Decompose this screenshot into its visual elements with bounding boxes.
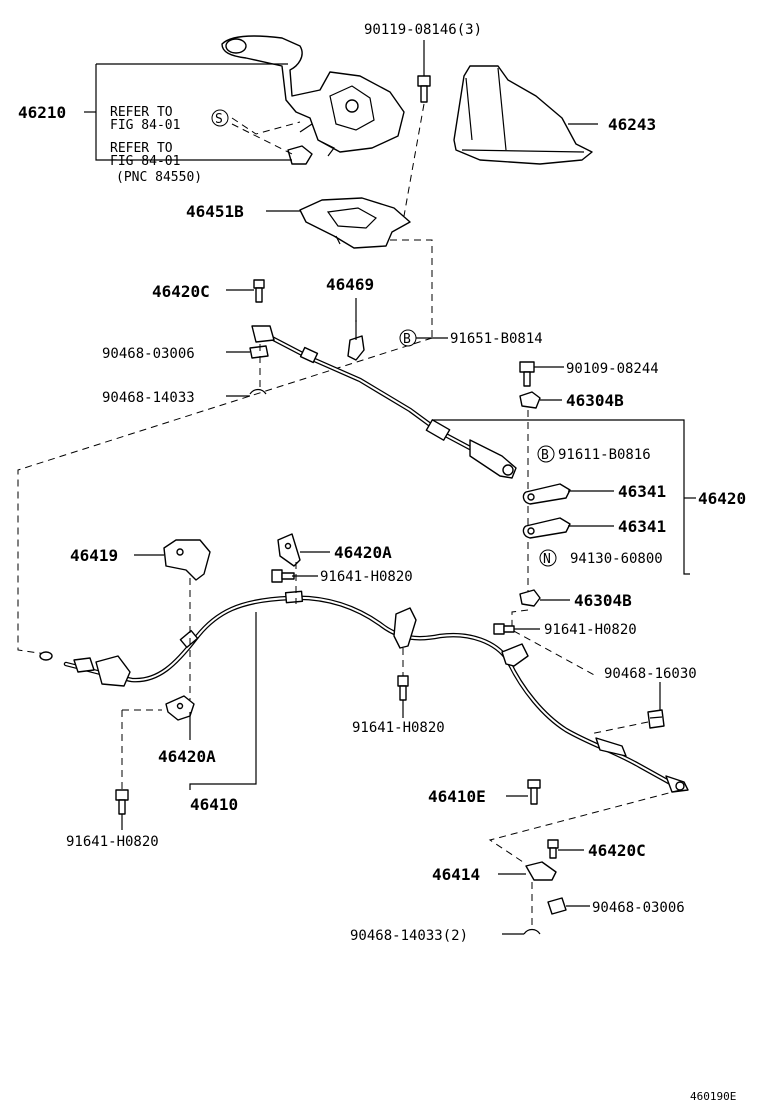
label-91641-h0820-b: 91641-H0820 <box>544 622 637 638</box>
label-46420: 46420 <box>698 489 746 508</box>
label-refer-to-1: REFER TO <box>110 105 173 120</box>
b-mark-icon-1 <box>399 329 417 347</box>
bolt-90109-icon <box>519 361 535 387</box>
clip-46469-icon <box>347 320 365 361</box>
b-mark-icon-2 <box>537 445 555 463</box>
bracket-46419-icon <box>163 539 211 581</box>
label-46341-a: 46341 <box>618 482 666 501</box>
label-46451b: 46451B <box>186 202 244 221</box>
label-46304b-bot: 46304B <box>574 591 632 610</box>
dash-90119-to-46451b <box>403 103 425 217</box>
label-fig-84-01-2: FIG 84-01 <box>110 154 180 169</box>
label-pnc-84550: (PNC 84550) <box>116 170 202 185</box>
pin-90468-14033-bot-icon <box>523 928 541 935</box>
label-91641-h0820-c: 91641-H0820 <box>352 720 445 736</box>
bracket-46420a-top-icon <box>277 533 301 567</box>
washer-90468-03006-bot-icon <box>547 897 567 915</box>
clamp-90468-16030-icon <box>647 709 665 729</box>
label-46341-b: 46341 <box>618 517 666 536</box>
dash-equalizer-to-rear <box>511 609 597 677</box>
rear-cable-46410-icon <box>39 590 689 793</box>
label-90109-08244: 90109-08244 <box>566 361 659 377</box>
front-cable-46420-icon <box>261 331 517 479</box>
label-46410e: 46410E <box>428 787 486 806</box>
label-91641-h0820-a: 91641-H0820 <box>320 569 413 585</box>
parking-brake-lever-assembly <box>221 35 405 165</box>
label-46410: 46410 <box>190 795 238 814</box>
label-90468-03006-top: 90468-03006 <box>102 346 195 362</box>
bolt-91641-d-icon <box>115 789 129 815</box>
label-91611-b0816: 91611-B0816 <box>558 447 651 463</box>
label-46304b-top: 46304B <box>566 391 624 410</box>
bolt-91641-a-icon <box>271 569 295 583</box>
pin-90468-14033-top-icon <box>249 388 267 395</box>
label-90468-14033-top: 90468-14033 <box>102 390 195 406</box>
plate-46451b-icon <box>299 197 411 249</box>
label-b-mark-2: B <box>541 448 549 463</box>
lever-ref-dash-1 <box>231 117 301 135</box>
dash-left-routing <box>17 337 433 655</box>
s-mark-icon <box>211 109 229 127</box>
label-b-mark-1: B <box>403 332 411 347</box>
label-46243: 46243 <box>608 115 656 134</box>
clevis-pin-46420c-top-icon <box>251 279 275 343</box>
label-46414: 46414 <box>432 865 480 884</box>
bracket-46410 <box>189 612 257 790</box>
nut-46304b-top-icon <box>519 391 541 409</box>
label-46419: 46419 <box>70 546 118 565</box>
n-mark-icon <box>539 549 557 567</box>
dash-plate-right <box>390 239 433 338</box>
label-refer-to-2: REFER TO <box>110 141 173 156</box>
label-90468-16030: 90468-16030 <box>604 666 697 682</box>
label-46420c-top: 46420C <box>152 282 210 301</box>
equalizer-46341-b-icon <box>522 517 571 539</box>
label-91651-b0814: 91651-B0814 <box>450 331 543 347</box>
clevis-46414-icon <box>525 861 557 881</box>
label-s-mark: S <box>215 112 223 127</box>
label-46420a-top: 46420A <box>334 543 392 562</box>
label-94130-60800: 94130-60800 <box>570 551 663 567</box>
label-46210: 46210 <box>18 103 66 122</box>
label-91641-h0820-d: 91641-H0820 <box>66 834 159 850</box>
lever-ref-dash-2 <box>231 123 293 155</box>
bolt-90119-icon <box>417 75 431 103</box>
nut-46304b-bot-icon <box>519 589 541 607</box>
label-90119-08146: 90119-08146(3) <box>364 22 482 38</box>
clevis-pin-46420c-bot-icon <box>547 839 559 859</box>
lever-boot-46243-icon <box>453 65 593 165</box>
bracket-46210 <box>95 64 292 161</box>
label-fig-84-01-1: FIG 84-01 <box>110 118 180 133</box>
bolt-91641-b-icon <box>493 623 515 635</box>
footer-diagram-code: 460190E <box>690 1090 736 1103</box>
label-46420c-bot: 46420C <box>588 841 646 860</box>
label-90468-14033-bot: 90468-14033(2) <box>350 928 468 944</box>
equalizer-46341-a-icon <box>522 483 571 505</box>
dash-90468-16030 <box>589 721 649 735</box>
pin-46410e-icon <box>527 779 541 805</box>
label-46469: 46469 <box>326 275 374 294</box>
label-90468-03006-bot: 90468-03006 <box>592 900 685 916</box>
dash-rear-end <box>488 789 681 865</box>
washer-90468-03006-top-icon <box>249 345 269 359</box>
label-46420a-bot: 46420A <box>158 747 216 766</box>
bolt-91641-c-icon <box>397 675 409 701</box>
bracket-46420 <box>432 419 690 575</box>
label-n-mark: N <box>543 552 551 567</box>
